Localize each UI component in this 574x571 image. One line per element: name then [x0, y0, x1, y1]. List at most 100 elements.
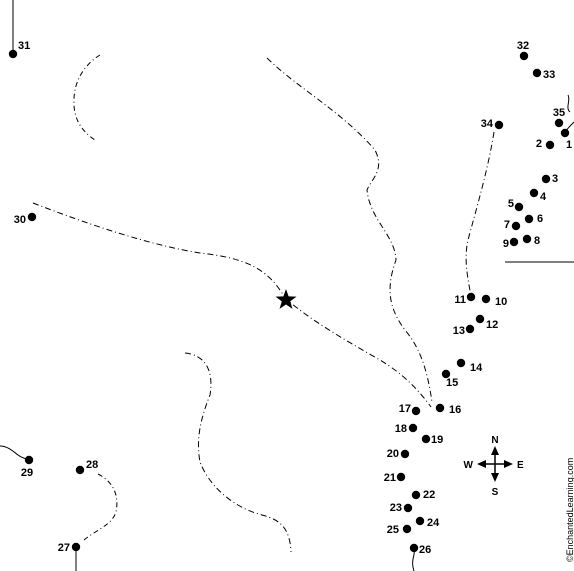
dot-marker: [509, 237, 519, 247]
dot-marker: [435, 403, 445, 413]
dot-point-9: 9: [503, 237, 519, 250]
dot-number-label: 16: [449, 404, 461, 416]
dot-marker: [514, 202, 524, 212]
dot-point-32: 32: [517, 40, 529, 61]
dot-marker: [465, 324, 475, 334]
dot-point-33: 33: [532, 68, 555, 81]
border-line-top-left: [73, 54, 101, 141]
dot-marker: [522, 234, 532, 244]
dot-point-24: 24: [415, 516, 440, 529]
dot-number-label: 25: [387, 524, 399, 536]
dot-marker: [400, 449, 410, 459]
dot-marker: [8, 49, 18, 59]
dot-point-23: 23: [390, 502, 413, 514]
dot-number-label: 33: [543, 69, 555, 81]
credit-text: ©EnchantedLearning.com: [565, 457, 574, 562]
dot-marker: [532, 68, 542, 78]
dot-marker: [545, 140, 555, 150]
dot-number-label: 5: [508, 198, 514, 210]
border-line-southwest: [184, 352, 292, 553]
dot-marker: [415, 516, 425, 526]
dot-number-label: 32: [517, 40, 529, 52]
dot-point-5: 5: [508, 198, 524, 212]
dot-marker: [475, 314, 485, 324]
dot-point-7: 7: [504, 219, 521, 231]
dot-marker: [27, 212, 37, 222]
dot-point-22: 22: [411, 489, 435, 501]
dot-marker: [75, 465, 85, 475]
dot-marker: [408, 423, 418, 433]
dot-number-label: 9: [503, 238, 509, 250]
compass-west-label: W: [464, 460, 474, 471]
dot-point-1: 1: [560, 128, 572, 151]
dot-marker: [519, 51, 529, 61]
dot-marker: [409, 543, 419, 553]
dot-point-4: 4: [529, 188, 547, 203]
dot-marker: [560, 128, 570, 138]
dot-point-20: 20: [387, 448, 410, 460]
dot-marker: [481, 294, 491, 304]
border-line-center-north: [266, 57, 433, 403]
dot-number-label: 19: [431, 434, 443, 446]
dot-marker: [494, 120, 504, 130]
dot-number-label: 3: [552, 173, 558, 185]
star-icon: [275, 289, 297, 309]
dot-marker: [421, 434, 431, 444]
dot-point-2: 2: [536, 138, 555, 150]
dot-marker: [403, 503, 413, 513]
dot-point-19: 19: [421, 434, 443, 446]
dot-point-28: 28: [75, 459, 98, 475]
dot-marker: [554, 118, 564, 128]
dot-number-label: 17: [399, 403, 411, 415]
border-line-east: [465, 131, 495, 297]
dot-marker: [396, 472, 406, 482]
border-line-center-west: [32, 202, 432, 408]
dot-number-label: 2: [536, 138, 542, 150]
dot-point-18: 18: [395, 423, 418, 435]
dot-point-12: 12: [475, 314, 498, 331]
dot-point-10: 10: [481, 294, 507, 308]
dot-point-3: 3: [541, 173, 558, 185]
dot-marker: [511, 221, 521, 231]
dot-number-label: 11: [454, 294, 466, 306]
dot-point-27: 27: [58, 542, 81, 554]
dot-marker: [524, 214, 534, 224]
dot-number-label: 23: [390, 502, 402, 514]
dot-number-label: 28: [86, 459, 98, 471]
dot-number-label: 18: [395, 423, 407, 435]
river-stub-29: [0, 445, 30, 461]
dot-marker: [411, 490, 421, 500]
river-stub-northeast: [567, 94, 571, 113]
dot-number-label: 10: [495, 296, 507, 308]
dot-number-label: 8: [534, 235, 540, 247]
dot-number-label: 35: [553, 107, 565, 119]
dot-marker: [71, 542, 81, 552]
dot-point-17: 17: [399, 403, 421, 416]
compass-south-arrow-icon: [491, 473, 499, 482]
dot-number-label: 27: [58, 542, 70, 554]
dot-marker: [24, 455, 34, 465]
dot-point-29: 29: [21, 455, 34, 479]
dot-number-label: 34: [481, 118, 494, 130]
dot-number-label: 21: [384, 472, 396, 484]
dot-point-35: 35: [553, 107, 565, 128]
dot-number-label: 14: [470, 362, 483, 374]
dot-point-16: 16: [435, 403, 461, 416]
dot-marker: [411, 406, 421, 416]
dot-marker: [466, 292, 476, 302]
dot-number-label: 7: [504, 219, 510, 231]
dot-number-label: 29: [21, 467, 33, 479]
dot-number-label: 24: [427, 517, 440, 529]
compass-west-arrow-icon: [477, 460, 486, 468]
dot-number-label: 1: [566, 139, 572, 151]
dot-point-25: 25: [387, 524, 412, 536]
dot-number-label: 30: [14, 214, 26, 226]
dot-marker: [441, 369, 451, 379]
compass-rose: N S E W: [464, 435, 524, 498]
dot-marker: [456, 358, 466, 368]
border-line-south-small: [83, 473, 118, 541]
dot-number-label: 4: [540, 191, 547, 203]
